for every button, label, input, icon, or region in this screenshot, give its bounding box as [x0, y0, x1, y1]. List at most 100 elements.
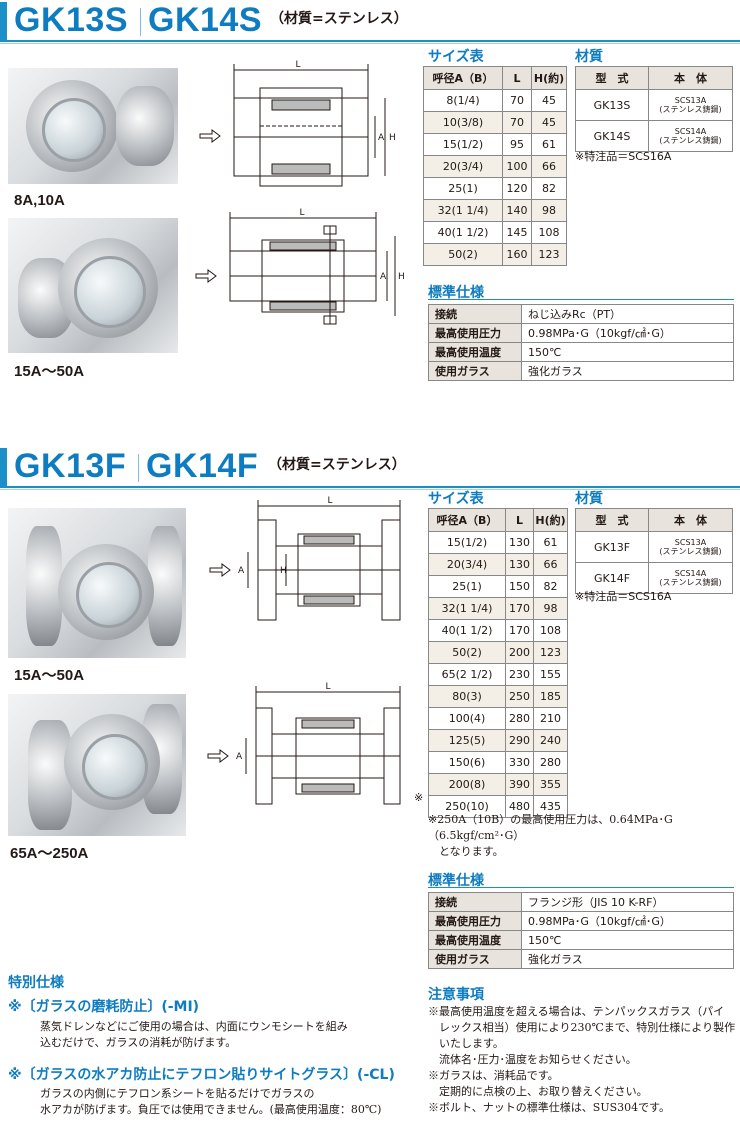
- caution-line-2: レックス相当）使用により230℃まで、特別仕様により製作: [428, 1021, 736, 1034]
- table-cell: 200(8): [428, 773, 506, 796]
- col-body-2: 本 体: [648, 508, 733, 532]
- drawing-gk13f-large: L A: [207, 682, 401, 805]
- table-cell: 66: [531, 155, 567, 178]
- table-cell: 50(2): [423, 243, 503, 266]
- table-row: 使用ガラス強化ガラス: [428, 361, 734, 381]
- model-gk13s: GK13S: [14, 1, 128, 39]
- caution-title: 注意事項: [428, 987, 484, 1003]
- special-material-note-2: ※特注品＝SCS16A: [575, 590, 672, 603]
- section-header-f: GK13F GK14F （材質=ステンレス）: [0, 446, 740, 490]
- spec-key: 使用ガラス: [428, 361, 522, 381]
- photo-label-15a-50a: 15A～50A: [14, 363, 85, 380]
- table-cell: 170: [505, 597, 534, 620]
- photo-label-65a-250a: 65A～250A: [10, 845, 89, 862]
- caution-line-5: ※ガラスは、消耗品です。: [428, 1069, 559, 1082]
- spec-value: ねじ込みRc（PT）: [521, 304, 734, 324]
- model-gk13f: GK13F: [14, 447, 127, 485]
- spec-key: 最高使用圧力: [428, 323, 522, 343]
- table-cell: 82: [531, 177, 567, 200]
- special-cl-text: ガラスの内側にテフロン系シートを貼るだけでガラスの 水アカが防げます。負圧では使…: [40, 1086, 381, 1118]
- drawing-gk13s-small: L A H: [199, 60, 396, 187]
- spec-value: 強化ガラス: [521, 949, 734, 969]
- size-table-title-2: サイズ表: [428, 491, 484, 507]
- spec-table-title-2: 標準仕様: [428, 873, 484, 889]
- body-grade: SCS14A: [674, 569, 707, 578]
- special-mi-text: 蒸気ドレンなどにご使用の場合は、内面にウンモシートを組み 込むだけで、ガラスの消…: [40, 1019, 348, 1051]
- table-cell: 108: [533, 619, 568, 642]
- spec-value: 強化ガラス: [521, 361, 734, 381]
- table-cell: 95: [502, 133, 532, 156]
- table-cell: 32(1 1/4): [423, 199, 503, 222]
- dim-a-3: A: [238, 566, 245, 576]
- drawing-gk13f-small: L A H: [209, 496, 401, 621]
- table-cell: 100: [502, 155, 532, 178]
- special-cl-line-2: 水アカが防げます。負圧では使用できません。(最高使用温度：80℃): [40, 1103, 382, 1116]
- photo-gk13s-small: [8, 68, 178, 184]
- dim-a-2: A: [380, 272, 387, 282]
- caution-line-3: いたします。: [428, 1037, 504, 1050]
- material-table-title-2: 材質: [575, 491, 603, 507]
- dim-h-2: H: [398, 272, 405, 282]
- col-nominal-2: 呼径A（B）: [428, 508, 506, 532]
- footnote-250a: ※250A（10B）の最高使用圧力は、0.64MPa･G（6.5kgf/cm²･…: [428, 812, 740, 860]
- table-cell: 480: [505, 795, 534, 818]
- dim-a: A: [378, 133, 385, 143]
- photo-label-8a-10a: 8A,10A: [14, 192, 65, 209]
- body-grade: SCS14A: [674, 127, 707, 136]
- caution-line-4: 流体名･圧力･温度をお知らせください。: [428, 1053, 637, 1066]
- table-cell: 390: [505, 773, 534, 796]
- table-cell: 150: [505, 575, 534, 598]
- table-cell: 130: [505, 553, 534, 576]
- special-mi-head: ※〔ガラスの磨耗防止〕(-MI): [8, 999, 200, 1015]
- table-cell: 45: [531, 111, 567, 134]
- special-mi-line-2: 込むだけで、ガラスの消耗が防げます。: [40, 1036, 237, 1049]
- table-cell: 210: [533, 707, 568, 730]
- table-cell: 120: [502, 177, 532, 200]
- table-cell: 61: [531, 133, 567, 156]
- special-mi-line-1: 蒸気ドレンなどにご使用の場合は、内面にウンモシートを組み: [40, 1020, 348, 1033]
- dim-a-4: A: [236, 752, 243, 762]
- col-l: L: [502, 66, 532, 90]
- model-cell: GK14S: [575, 120, 649, 152]
- table-cell: 66: [533, 553, 568, 576]
- dim-l-2: L: [299, 208, 304, 218]
- table-cell: 250(10): [428, 795, 506, 818]
- spec-key: 最高使用温度: [428, 342, 522, 362]
- col-model: 型 式: [575, 66, 649, 90]
- header-underline: [0, 40, 740, 42]
- body-cell: SCS13A(ステンレス鋳鋼): [648, 89, 733, 121]
- size-table-title: サイズ表: [428, 49, 484, 65]
- table-cell: 100(4): [428, 707, 506, 730]
- spec-key: 接続: [428, 304, 522, 324]
- row-mark: ※: [414, 791, 424, 804]
- header-accent-bar: [0, 2, 7, 40]
- table-cell: 45: [531, 89, 567, 112]
- table-cell: 65(2 1/2): [428, 663, 506, 686]
- table-cell: 70: [502, 89, 532, 112]
- table-cell: 8(1/4): [423, 89, 503, 112]
- table-cell: 355: [533, 773, 568, 796]
- table-row: 接続ねじ込みRc（PT）: [428, 304, 734, 324]
- col-nominal: 呼径A（B）: [423, 66, 503, 90]
- col-h: H(約): [531, 66, 567, 90]
- table-cell: 185: [533, 685, 568, 708]
- table-cell: 98: [531, 199, 567, 222]
- table-cell: 230: [505, 663, 534, 686]
- table-cell: 150(6): [428, 751, 506, 774]
